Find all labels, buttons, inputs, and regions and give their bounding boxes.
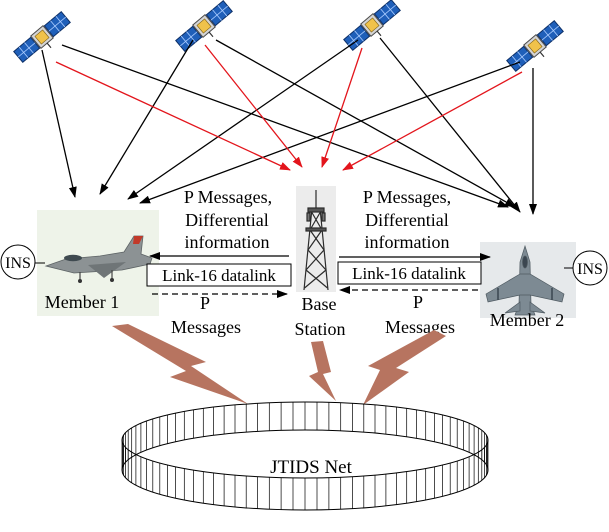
ins-left: INS [0, 244, 45, 280]
right-information-label: information [365, 232, 450, 252]
fighter-jet-top-icon [485, 244, 565, 316]
arrow-sat4-member1 [139, 61, 521, 204]
satellite-to-base-arrows [55, 44, 523, 171]
left-p-messages-label: P Messages, [184, 187, 272, 207]
left-link-annotation: P Messages, Differential information Lin… [146, 187, 292, 337]
right-messages-label: Messages [385, 317, 455, 337]
fighter-jet-side-icon [44, 235, 153, 283]
arrow-sat4-base [342, 71, 523, 171]
right-differential-label: Differential [365, 210, 449, 230]
radio-tower-icon [303, 190, 329, 291]
ins-left-label: INS [5, 255, 31, 272]
left-link-box [146, 263, 292, 287]
member1-label: Member 1 [45, 292, 119, 312]
jtids-net-ring [121, 401, 489, 511]
right-p-label: P [413, 292, 423, 312]
arrow-sat2-member2 [215, 39, 516, 208]
lightning-bolt-icon [363, 330, 446, 405]
member2-node: Member 2 [480, 242, 576, 330]
net-ring-hatching [121, 402, 489, 510]
satellite-icon [342, 0, 406, 57]
arrow-sat2-member1 [99, 39, 194, 195]
left-link-label: Link-16 datalink [162, 266, 276, 285]
right-link-box [337, 261, 482, 285]
base-label-line2: Station [294, 319, 345, 339]
left-differential-label: Differential [185, 210, 269, 230]
left-messages-label: Messages [171, 317, 241, 337]
satellite-to-member-arrows [41, 37, 537, 215]
left-information-label: information [185, 232, 270, 252]
arrow-sat2-base [204, 44, 303, 168]
arrow-sat1-base [55, 61, 291, 171]
right-link-label: Link-16 datalink [352, 264, 466, 283]
ins-right: INS [564, 250, 608, 286]
net-label: JTIDS Net [270, 457, 353, 478]
base-label-line1: Base [302, 294, 337, 314]
arrow-sat1-member1 [41, 49, 77, 198]
right-link-annotation: P Messages, Differential information Lin… [337, 187, 491, 337]
right-p-messages-label: P Messages, [363, 187, 451, 207]
arrow-sat3-base [321, 47, 363, 168]
base-station-node: Base Station [294, 186, 346, 339]
arrow-sat3-member1 [127, 39, 359, 200]
ins-right-label: INS [577, 261, 603, 278]
arrow-sat1-member2 [61, 44, 509, 208]
ins-left-circle [0, 244, 36, 280]
satellite-icon [174, 0, 238, 58]
arrow-sat3-member2 [379, 37, 521, 213]
lightning-bolt-icon [309, 341, 336, 401]
radio-links [112, 324, 446, 405]
member2-label: Member 2 [490, 310, 564, 330]
ins-right-circle [572, 250, 608, 286]
member1-node: Member 1 [37, 210, 159, 316]
left-p-label: P [200, 293, 210, 313]
lightning-bolt-icon [112, 324, 248, 404]
satellite-icon [505, 19, 569, 78]
